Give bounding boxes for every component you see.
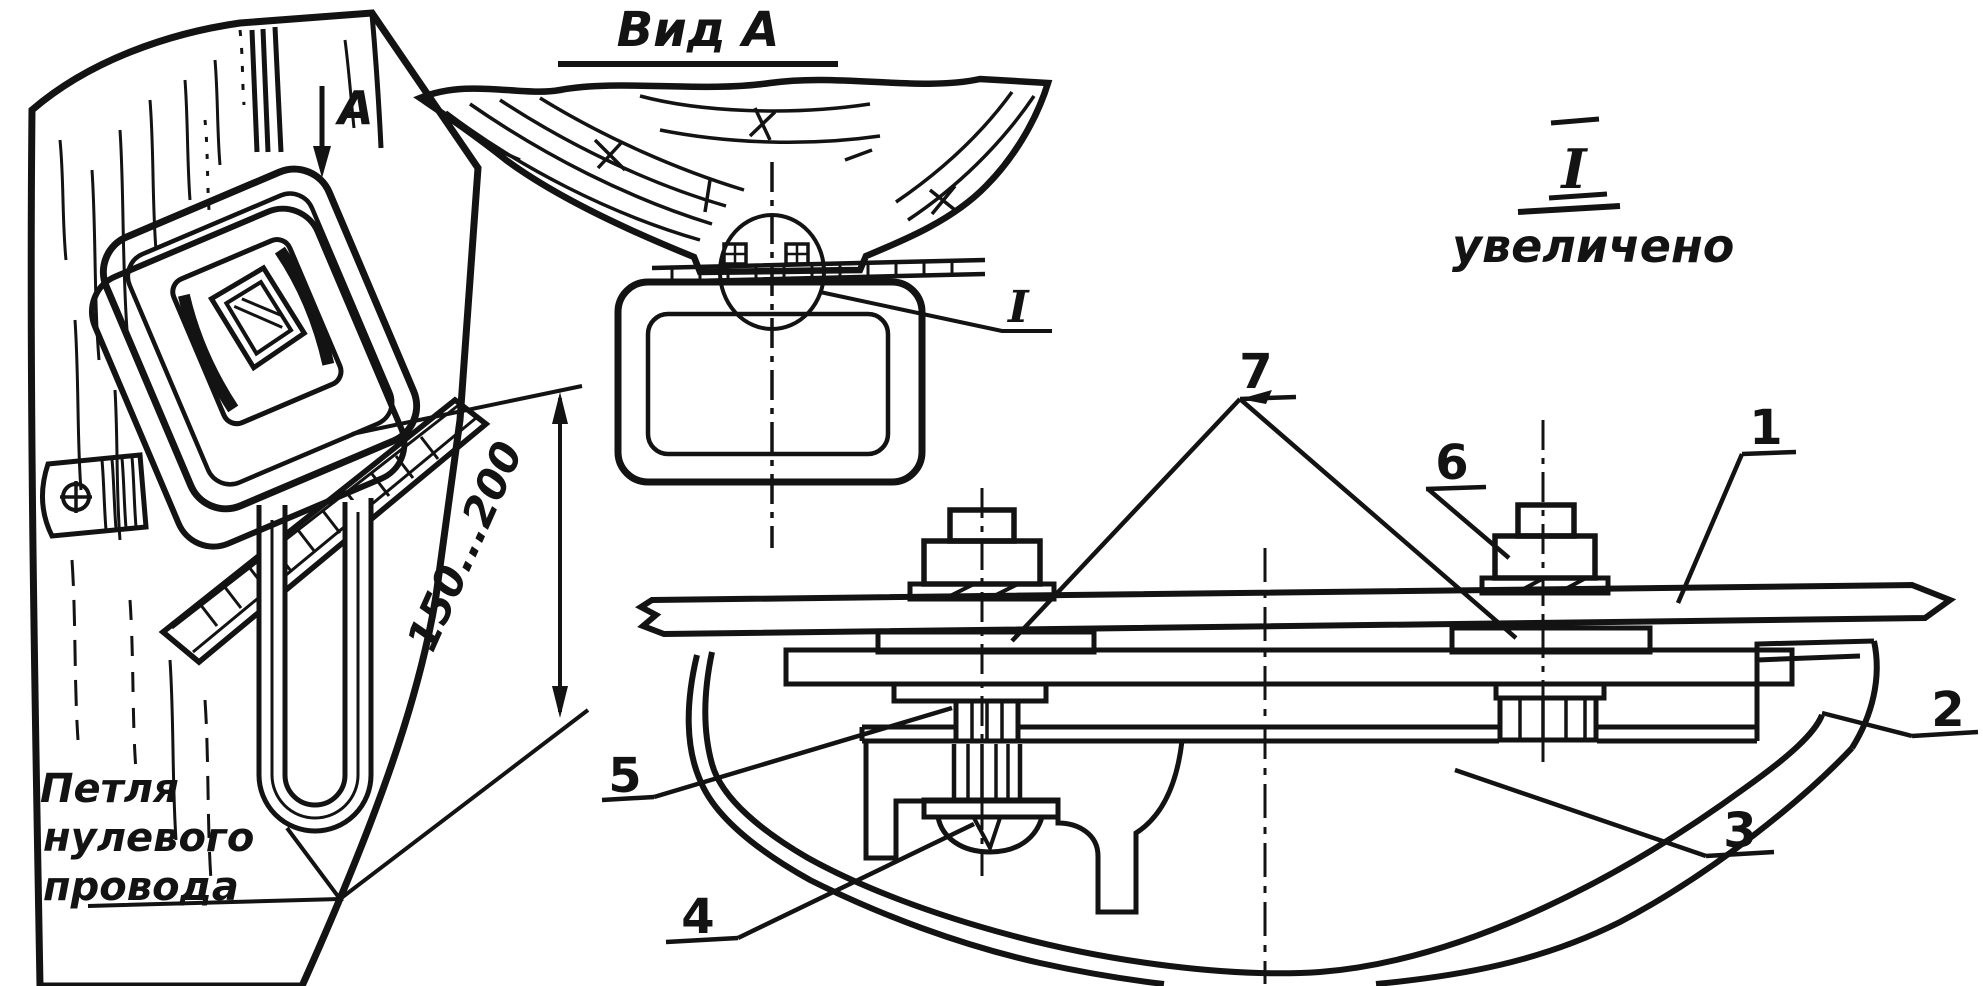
callout-1: 1 bbox=[1675, 400, 1797, 604]
view-a-figure: Вид А bbox=[413, 2, 1053, 548]
detail-i-figure: I увеличено bbox=[601, 116, 1979, 986]
wooden-post bbox=[27, 9, 482, 986]
callout-label-2: 2 bbox=[1931, 682, 1964, 738]
callout-leaders: 7 6 1 2 3 bbox=[601, 344, 1979, 945]
callout-6: 6 bbox=[1425, 435, 1511, 560]
loop-annotation: Петля нулевого провода bbox=[40, 708, 590, 910]
dimension-150-200: 150...200 bbox=[351, 384, 583, 718]
arrow-down-icon bbox=[313, 146, 331, 178]
arrow-down-icon bbox=[552, 686, 568, 718]
lower-washer-and-nut bbox=[921, 797, 1061, 855]
neutral-wire-loop bbox=[256, 498, 374, 834]
switch-body bbox=[88, 165, 421, 550]
callout-7: 7 bbox=[1010, 344, 1518, 643]
mounting-strap bbox=[39, 452, 149, 539]
view-arrow-label: A bbox=[335, 81, 374, 135]
detail-title: I увеличено bbox=[1452, 116, 1734, 273]
switch-front-face bbox=[99, 165, 421, 513]
blade-clamp-stack bbox=[783, 625, 1795, 744]
callout-label-7: 7 bbox=[1239, 344, 1272, 400]
insulating-pad-strip bbox=[783, 647, 1795, 687]
switch-top-view bbox=[614, 278, 926, 486]
switch-depth-face bbox=[88, 205, 408, 550]
callout-4: 4 bbox=[665, 821, 975, 945]
bolt-left bbox=[907, 488, 1057, 876]
fixing-bolt-heads bbox=[722, 242, 810, 266]
callout-label-1: 1 bbox=[1749, 400, 1782, 456]
post-cross-section bbox=[413, 75, 1053, 276]
sleeve-right bbox=[1497, 695, 1599, 743]
detail-title-caption: увеличено bbox=[1452, 219, 1734, 273]
strap-shading bbox=[100, 456, 138, 531]
detail-title-marker: I bbox=[1559, 137, 1588, 201]
arrow-up-icon bbox=[552, 392, 568, 424]
lower-plate-left bbox=[891, 681, 1049, 704]
toggle-knob bbox=[207, 264, 308, 372]
callout-label-3: 3 bbox=[1723, 803, 1756, 859]
callout-label-4: 4 bbox=[681, 889, 714, 945]
callout-5: 5 bbox=[601, 705, 953, 804]
supply-wires bbox=[249, 26, 284, 153]
arrowhead-icon bbox=[1240, 390, 1272, 404]
housing-boss-section bbox=[863, 738, 1185, 915]
annotation-line-1: Петля bbox=[40, 766, 179, 812]
callout-3: 3 bbox=[1454, 767, 1775, 859]
blade-shading bbox=[198, 436, 440, 627]
growth-rings bbox=[444, 90, 1036, 242]
boss-bolt-hole bbox=[954, 744, 1020, 800]
saw-blade-section bbox=[635, 581, 1957, 638]
view-a-title: Вид А bbox=[617, 2, 780, 58]
detail-marker-label: I bbox=[1006, 282, 1030, 333]
bolt-right bbox=[1479, 420, 1611, 768]
left-view-wooden-post-figure: A bbox=[27, 9, 590, 986]
wood-grain bbox=[58, 29, 356, 881]
switch-housing-section bbox=[685, 638, 1880, 986]
view-direction-arrow: A bbox=[313, 81, 374, 178]
detail-circle: I bbox=[718, 162, 1052, 548]
callout-label-5: 5 bbox=[608, 748, 641, 804]
annotation-line-2: нулевого bbox=[43, 815, 254, 861]
grain-cracks bbox=[487, 107, 957, 216]
callout-label-6: 6 bbox=[1435, 435, 1468, 491]
callout-2: 2 bbox=[1821, 682, 1979, 739]
